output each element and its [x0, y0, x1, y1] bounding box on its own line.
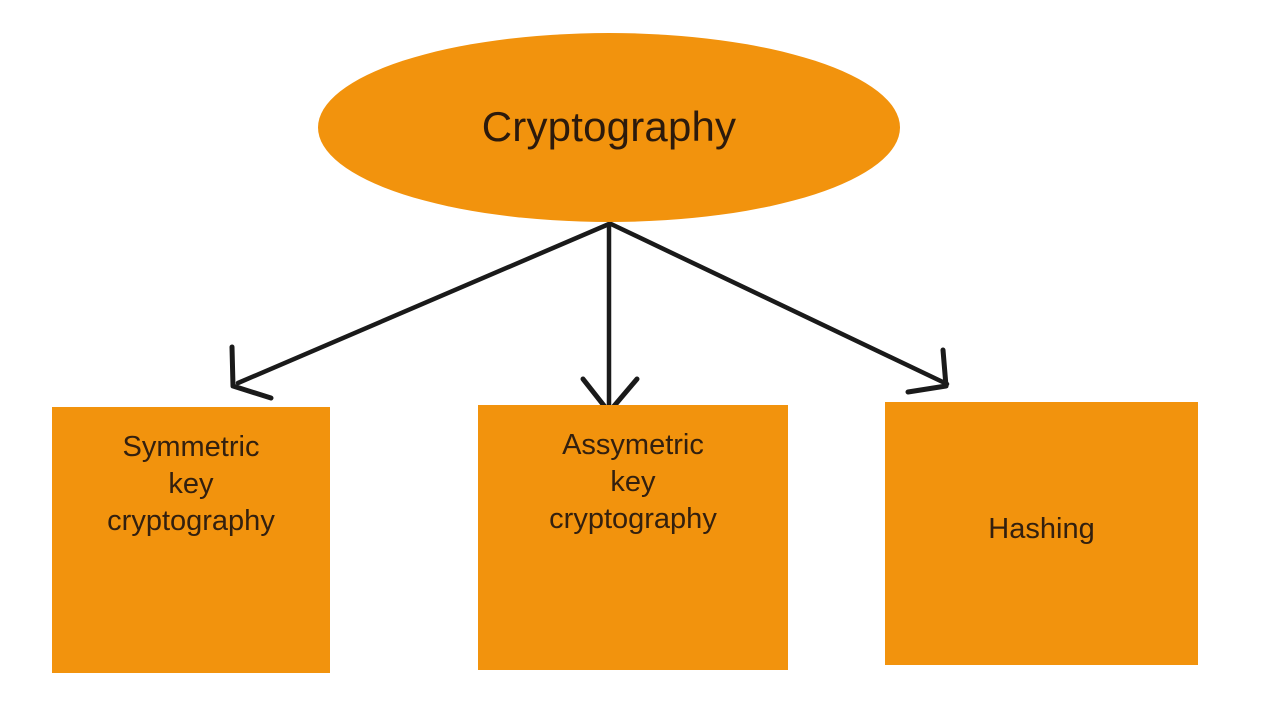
node-hashing-label: Hashing — [988, 513, 1095, 545]
node-cryptography[interactable]: Cryptography — [318, 33, 900, 222]
arrow-root-to-asymmetric — [580, 223, 640, 415]
node-symmetric-key-cryptography-label: Symmetric key cryptography — [107, 431, 275, 537]
node-hashing[interactable]: Hashing — [885, 402, 1198, 665]
node-asymmetric-key-cryptography-label: Assymetric key cryptography — [549, 429, 717, 535]
node-cryptography-label: Cryptography — [481, 103, 737, 151]
arrow-root-to-symmetric — [229, 221, 612, 401]
node-asymmetric-key-cryptography[interactable]: Assymetric key cryptography — [478, 405, 788, 670]
node-symmetric-key-cryptography[interactable]: Symmetric key cryptography — [52, 407, 330, 673]
arrow-root-to-hashing — [608, 221, 950, 395]
